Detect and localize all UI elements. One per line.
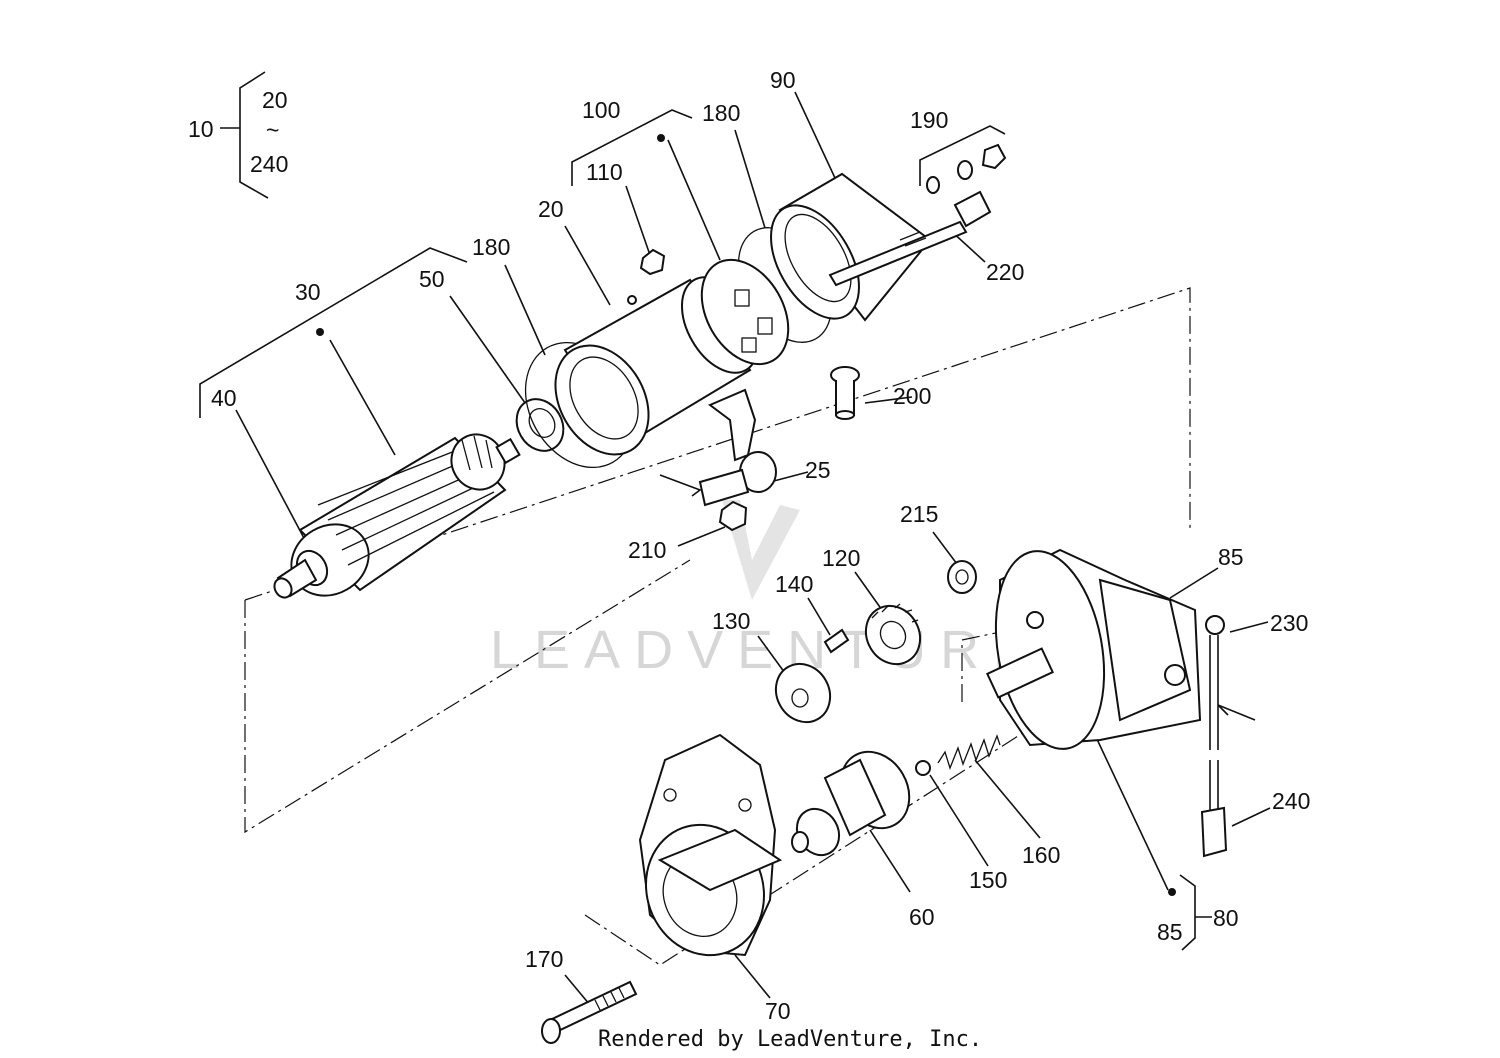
brush-holder-part <box>700 258 790 366</box>
armature-part <box>273 433 521 599</box>
end-cover-part <box>770 172 932 322</box>
label-80: 80 <box>1213 905 1239 931</box>
magnetic-switch-part <box>985 548 1202 750</box>
part-number-labels: 100 180 90 190 110 20 220 180 30 50 40 2… <box>211 67 1310 1024</box>
retainer-130-part <box>774 662 832 724</box>
bolt-170-part <box>541 980 638 1044</box>
label-90: 90 <box>770 67 796 93</box>
watermark-text: LEADVENTURE <box>490 620 1043 680</box>
label-215: 215 <box>900 501 938 527</box>
label-210: 210 <box>628 537 666 563</box>
label-120: 120 <box>822 545 860 571</box>
label-190: 190 <box>910 107 948 133</box>
label-50: 50 <box>419 266 445 292</box>
label-70: 70 <box>765 998 791 1024</box>
roller-140-part <box>823 628 850 654</box>
label-10: 10 <box>188 116 214 142</box>
label-180-left: 180 <box>472 234 510 260</box>
label-160: 160 <box>1022 842 1060 868</box>
label-170: 170 <box>525 946 563 972</box>
lead-wire-part <box>1200 615 1228 858</box>
assembly-guide-lines <box>244 287 1191 966</box>
label-130: 130 <box>712 608 750 634</box>
label-20: 20 <box>538 196 564 222</box>
label-60: 60 <box>909 904 935 930</box>
ball-150-part <box>915 760 931 776</box>
label-230: 230 <box>1270 610 1308 636</box>
label-tilde: ~ <box>266 117 279 143</box>
label-200: 200 <box>893 383 931 409</box>
lead-terminal-part <box>698 388 777 507</box>
label-150: 150 <box>969 867 1007 893</box>
front-bracket-part <box>638 733 783 957</box>
label-25: 25 <box>805 457 831 483</box>
clutch-pinion-part <box>791 750 911 857</box>
pin-200-part <box>830 366 860 420</box>
leader-lines <box>235 91 1271 1006</box>
label-240-range: 240 <box>250 151 288 177</box>
label-140: 140 <box>775 571 813 597</box>
label-85-upper: 85 <box>1218 544 1244 570</box>
nut-210-part <box>718 500 748 532</box>
bushing-215-part <box>947 560 977 594</box>
through-bolt-part <box>828 190 992 287</box>
label-110: 110 <box>586 159 623 185</box>
nut-washer-190-part <box>926 143 1007 194</box>
spring-160-part <box>937 734 1001 770</box>
render-credit: Rendered by LeadVenture, Inc. <box>598 1027 982 1052</box>
label-40: 40 <box>211 385 237 411</box>
label-20-range: 20 <box>262 87 288 113</box>
label-100: 100 <box>582 97 620 123</box>
legend-bracket: 10 20 ~ 240 <box>188 71 288 199</box>
label-85-lower: 85 <box>1157 919 1183 945</box>
label-220: 220 <box>986 259 1024 285</box>
group-brackets <box>199 109 1212 951</box>
idler-gear-part <box>864 603 922 666</box>
nut-110-part <box>639 248 666 276</box>
label-180-upper: 180 <box>702 100 740 126</box>
label-240: 240 <box>1272 788 1310 814</box>
label-30: 30 <box>295 279 321 305</box>
